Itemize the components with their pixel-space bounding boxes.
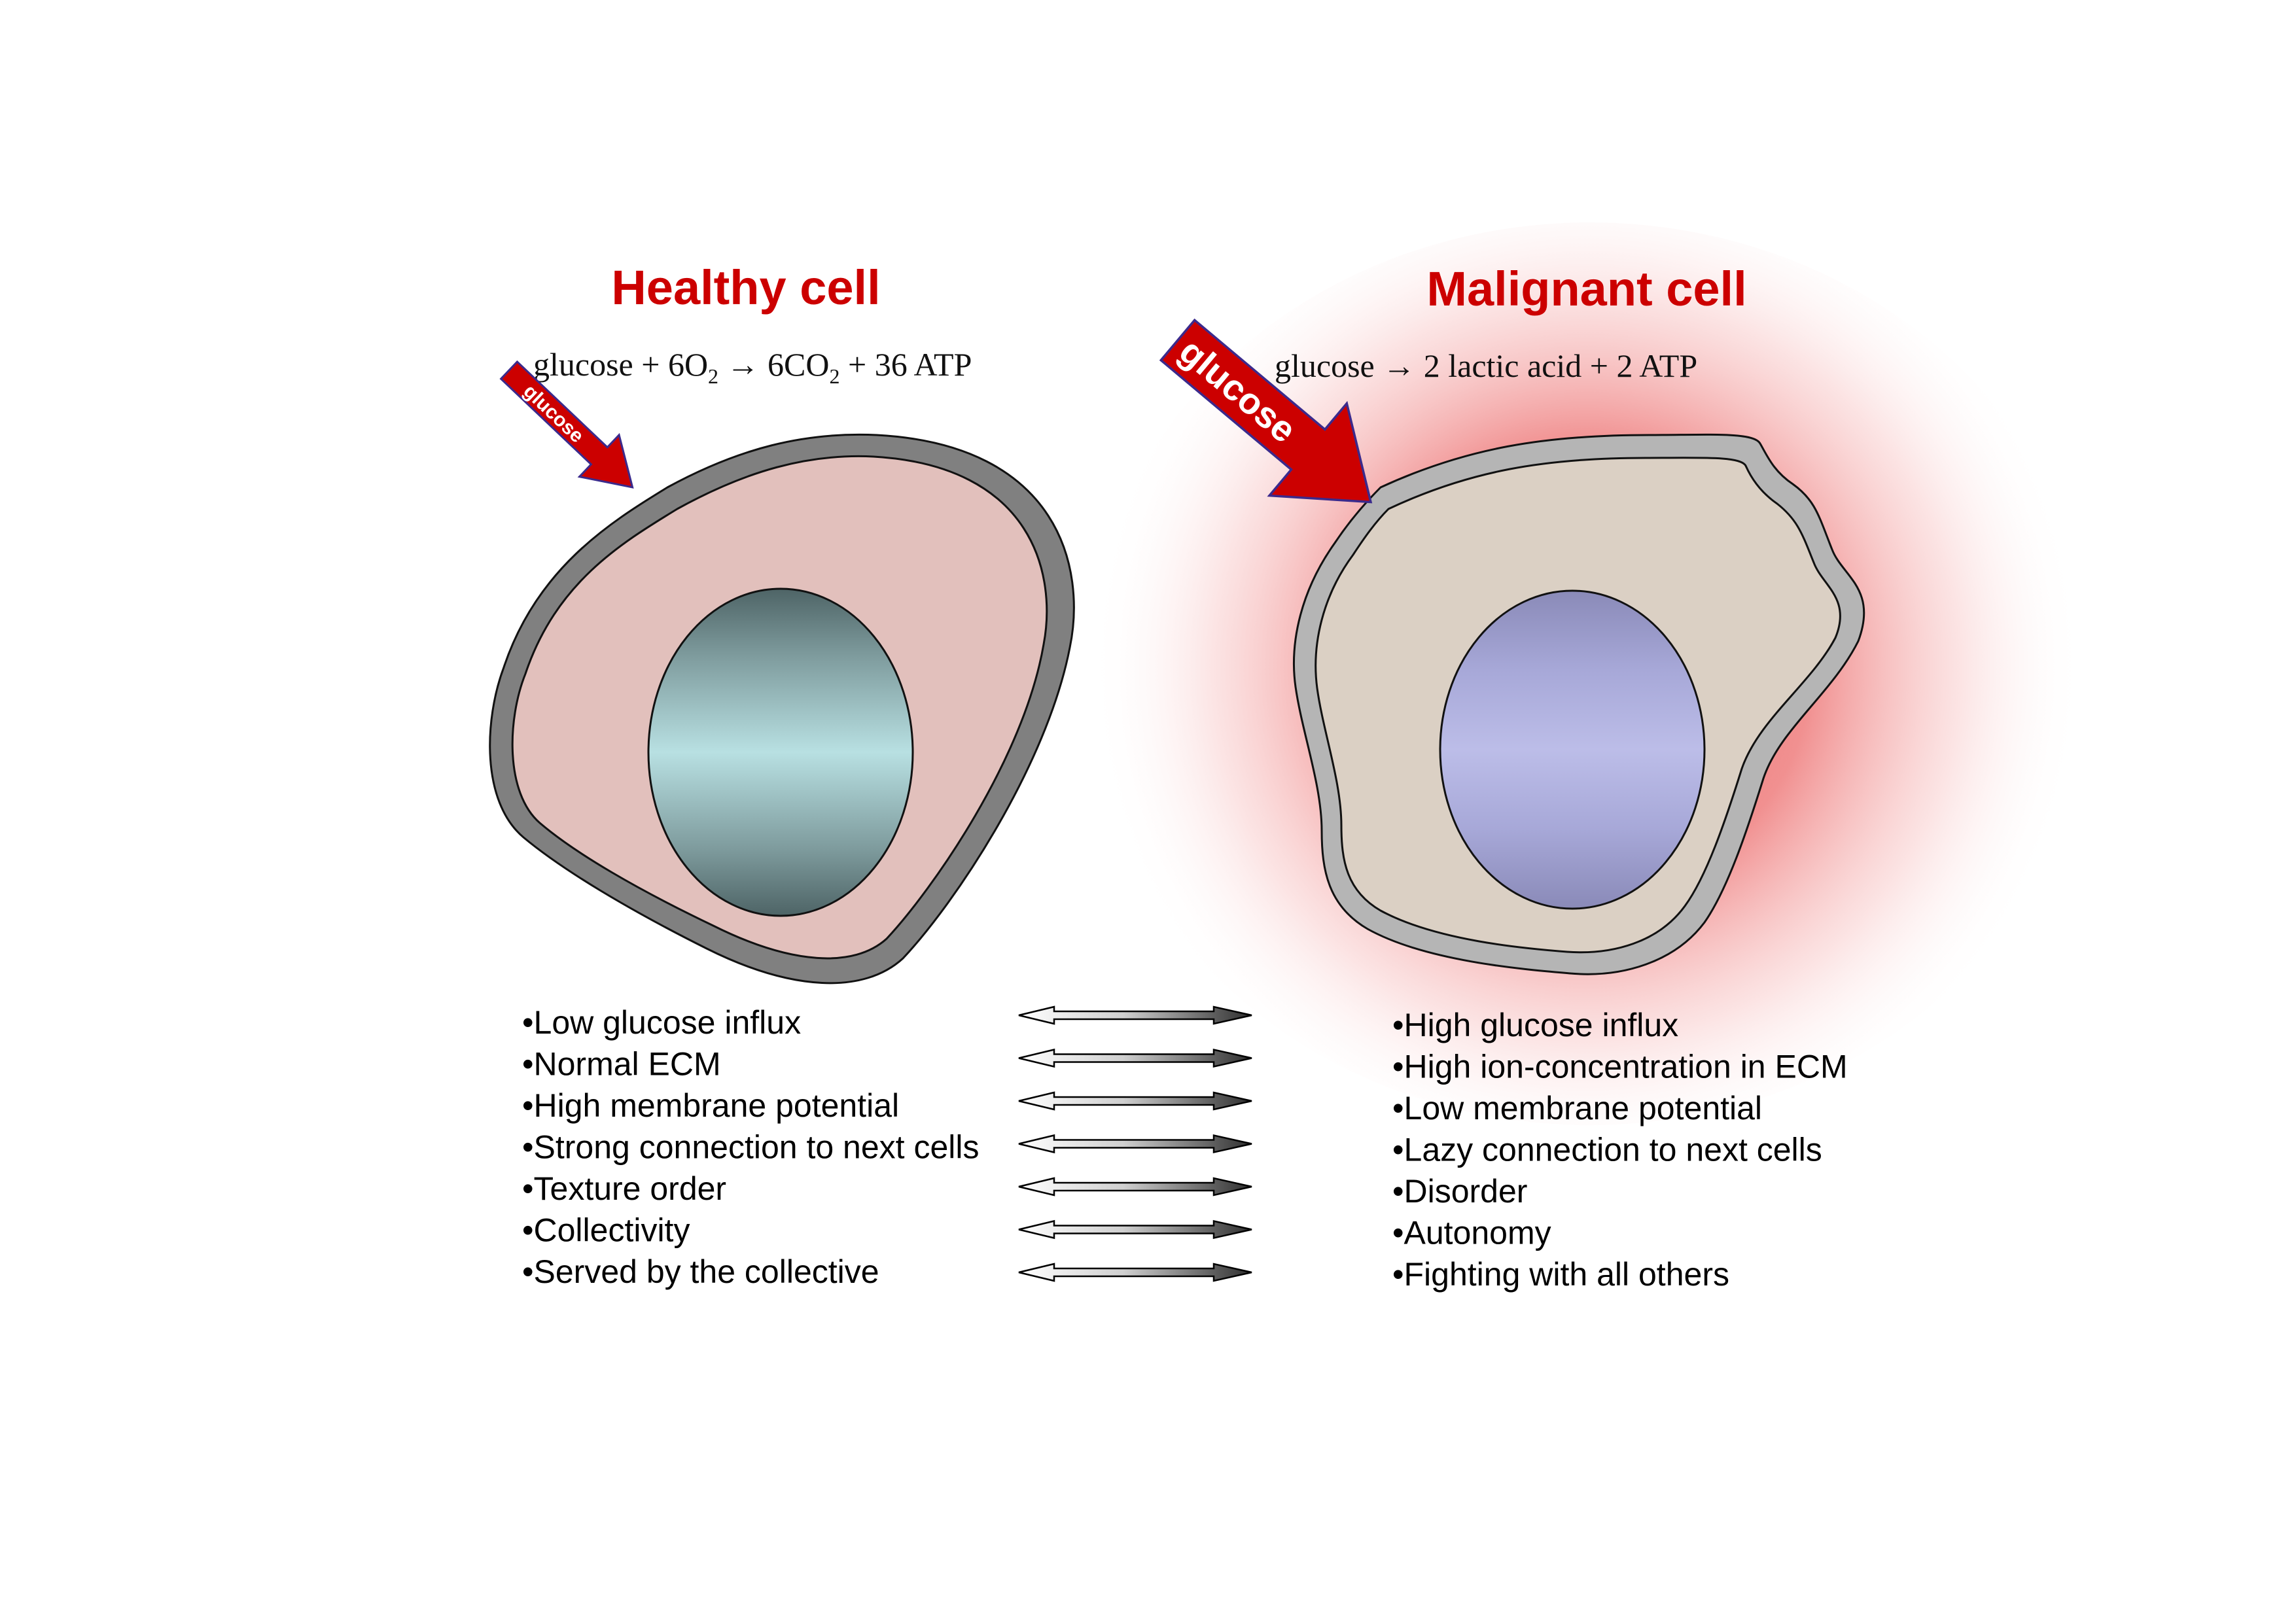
healthy-trait-2: •Normal ECM	[522, 1046, 721, 1083]
healthy-trait-1: •Low glucose influx	[522, 1004, 801, 1041]
healthy-trait-4: •Strong connection to next cells	[522, 1129, 979, 1166]
healthy-cell-nucleus	[647, 587, 914, 917]
double-headed-arrow-icon	[1017, 1263, 1253, 1282]
healthy-cell	[489, 433, 1075, 985]
double-headed-arrow-icon	[1017, 1220, 1253, 1239]
healthy-equation: glucose + 6O2 → 6CO2 + 36 ATP	[533, 346, 972, 391]
healthy-trait-7: •Served by the collective	[522, 1253, 879, 1290]
malignant-trait-2: •High ion-concentration in ECM	[1392, 1049, 1848, 1085]
double-headed-arrow-icon	[1017, 1177, 1253, 1196]
comparison-arrows	[1017, 1005, 1253, 1282]
malignant-trait-7: •Fighting with all others	[1392, 1256, 1729, 1293]
healthy-trait-5: •Texture order	[522, 1170, 726, 1207]
healthy-cell-title: Healthy cell	[611, 260, 880, 315]
healthy-trait-3: •High membrane potential	[522, 1087, 899, 1124]
double-headed-arrow-icon	[1017, 1005, 1253, 1025]
healthy-glucose-arrow-label: glucose	[519, 380, 588, 447]
double-headed-arrow-icon	[1017, 1049, 1253, 1068]
malignant-trait-5: •Disorder	[1392, 1173, 1527, 1210]
malignant-traits-list: •High glucose influx •High ion-concentrat…	[1392, 1007, 1848, 1293]
double-headed-arrow-icon	[1017, 1091, 1253, 1111]
malignant-trait-1: •High glucose influx	[1392, 1007, 1678, 1043]
malignant-trait-6: •Autonomy	[1392, 1215, 1551, 1251]
malignant-trait-4: •Lazy connection to next cells	[1392, 1132, 1822, 1168]
malignant-trait-3: •Low membrane potential	[1392, 1090, 1762, 1126]
malignant-equation: glucose → 2 lactic acid + 2 ATP	[1275, 347, 1697, 384]
malignant-cell	[1293, 433, 1865, 975]
healthy-trait-6: •Collectivity	[522, 1212, 690, 1249]
healthy-traits-list: •Low glucose influx •Normal ECM •High memb…	[522, 1004, 979, 1290]
malignant-cell-title: Malignant cell	[1426, 262, 1746, 316]
double-headed-arrow-icon	[1017, 1134, 1253, 1153]
malignant-cell-nucleus	[1439, 589, 1706, 910]
